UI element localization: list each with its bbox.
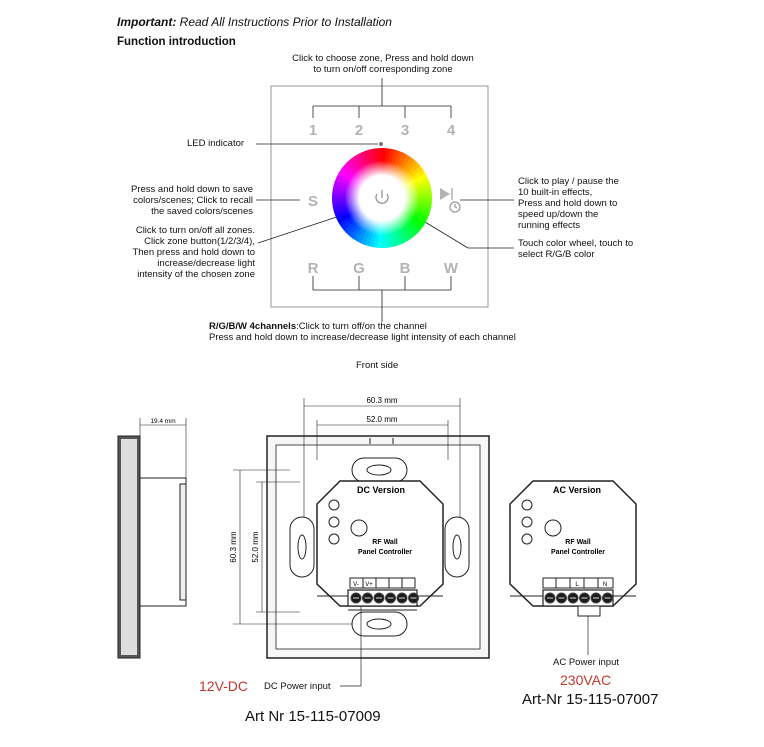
dc-version-title: DC Version — [357, 485, 405, 495]
front-side-label: Front side — [356, 360, 399, 371]
height-outer-dimension: 60.3 mm — [229, 531, 238, 562]
zone-button-1[interactable]: 1 — [309, 122, 317, 139]
dc-terminal-vplus: V+ — [365, 582, 373, 588]
depth-dimension: 19.4 mm — [150, 418, 175, 425]
dc-voltage: 12V-DC — [199, 678, 249, 694]
ac-terminal-n: N — [603, 582, 607, 588]
timer-icon — [449, 201, 461, 213]
ac-article-number: Art-Nr 15-115-07007 — [522, 691, 659, 708]
zone-button-4[interactable]: 4 — [447, 122, 456, 139]
dc-terminal-vminus: V- — [353, 582, 359, 588]
height-inner-dimension: 52.0 mm — [251, 531, 260, 562]
wheel-annotation: Touch color wheel, touch to select R/G/B… — [518, 238, 634, 260]
ac-version-title: AC Version — [553, 485, 601, 495]
zone-annotation: Click to choose zone, Press and hold dow… — [292, 53, 474, 75]
ac-module-label-1: RF Wall — [565, 539, 590, 546]
play-annotation: Click to play / pause the 10 built-in ef… — [518, 176, 619, 231]
rgbw-annotation: R/G/B/W 4channels:Click to turn off/on t… — [209, 321, 516, 343]
side-view — [117, 418, 187, 659]
dc-back-view — [233, 398, 490, 687]
dc-module-label-2: Panel Controller — [358, 549, 412, 556]
scene-annotation: Press and hold down to save colors/scene… — [131, 184, 253, 217]
led-annotation: LED indicator — [187, 138, 245, 149]
ac-terminal-l: L — [575, 582, 579, 588]
zone-button-3[interactable]: 3 — [401, 122, 409, 139]
dc-article-number: Art Nr 15-115-07009 — [245, 708, 381, 725]
ac-module — [509, 480, 637, 655]
ac-voltage: 230VAC — [560, 672, 612, 688]
play-pause-icon[interactable] — [440, 188, 453, 200]
channel-button-w[interactable]: W — [444, 260, 459, 277]
ac-power-input: AC Power input — [553, 657, 620, 668]
power-annotation: Click to turn on/off all zones. Click zo… — [132, 225, 255, 280]
ac-module-label-2: Panel Controller — [551, 549, 605, 556]
section-title: Function introduction — [117, 36, 236, 48]
channel-button-r[interactable]: R — [308, 260, 319, 277]
power-icon[interactable] — [375, 190, 389, 204]
important-note: Important: Read All Instructions Prior t… — [117, 15, 392, 29]
dc-module-label-1: RF Wall — [372, 539, 397, 546]
scene-button[interactable]: S — [308, 193, 318, 210]
channel-button-b[interactable]: B — [400, 260, 411, 277]
channel-button-g[interactable]: G — [353, 260, 365, 277]
width-inner-dimension: 52.0 mm — [366, 415, 397, 424]
dc-power-input: DC Power input — [264, 681, 331, 692]
zone-button-2[interactable]: 2 — [355, 122, 363, 139]
led-indicator — [379, 142, 383, 146]
width-outer-dimension: 60.3 mm — [366, 396, 397, 405]
